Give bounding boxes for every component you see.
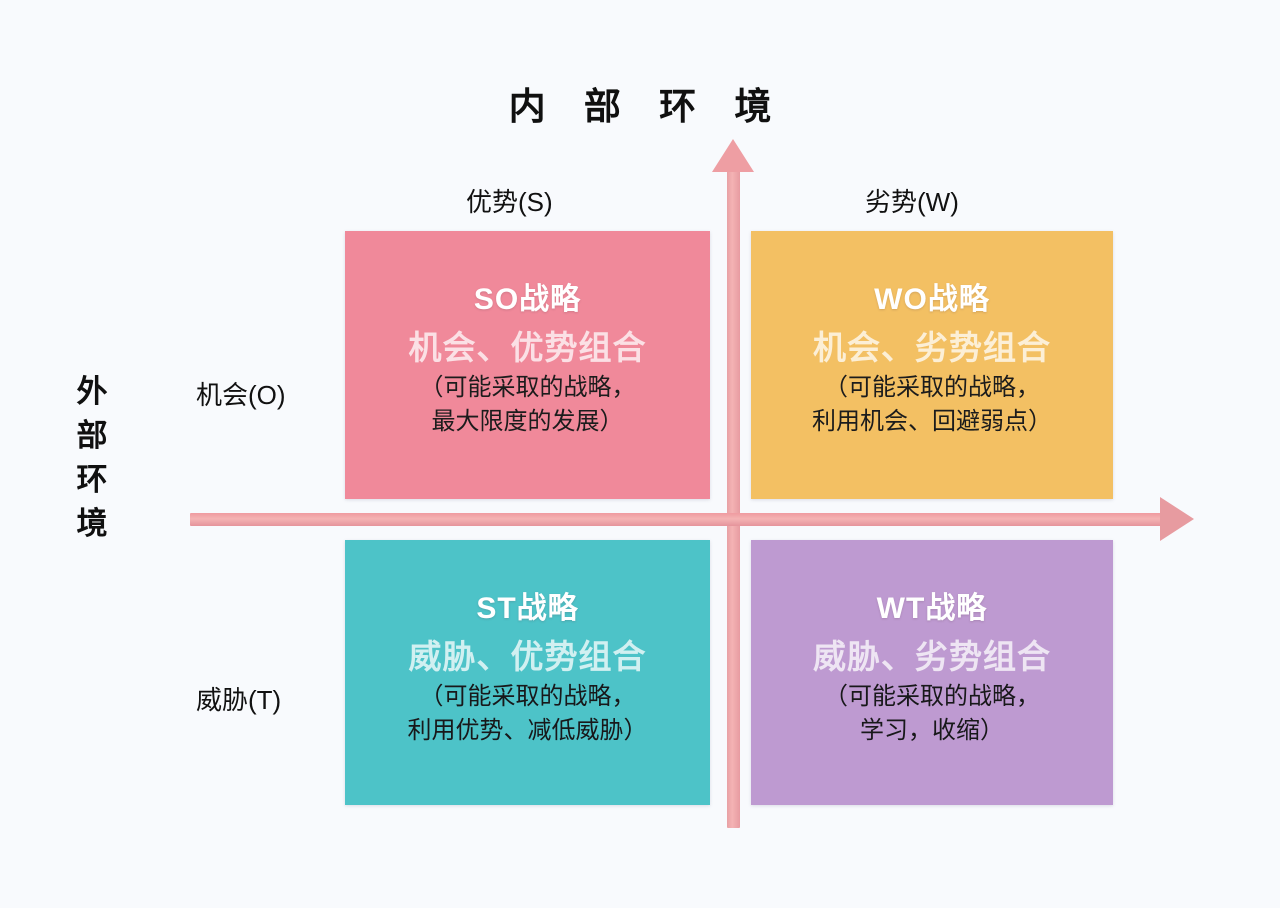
quadrant-wo[interactable]: WO战略 机会、劣势组合 （可能采取的战略， 利用机会、回避弱点） bbox=[751, 231, 1113, 499]
axis-label-opportunities: 机会(O) bbox=[196, 380, 286, 410]
axis-label-strengths: 优势(S) bbox=[466, 187, 553, 217]
quadrant-wt-title: WT战略 bbox=[876, 592, 988, 625]
quadrant-so-title: SO战略 bbox=[473, 283, 582, 316]
arrow-right-icon bbox=[1160, 497, 1194, 541]
quadrant-st-title: ST战略 bbox=[476, 592, 579, 625]
arrow-up-icon bbox=[712, 139, 754, 172]
left-axis-title: 外 部 环 境 bbox=[62, 370, 122, 546]
quadrant-st-subtitle: 威胁、优势组合 bbox=[408, 637, 647, 675]
axis-label-weaknesses: 劣势(W) bbox=[865, 187, 959, 217]
left-axis-title-char-2: 部 bbox=[76, 418, 108, 454]
quadrant-st-note: （可能采取的战略， 利用优势、减低威胁） bbox=[345, 680, 710, 748]
quadrant-so-note-line-2: 最大限度的发展） bbox=[431, 408, 624, 436]
quadrant-wo-title: WO战略 bbox=[874, 283, 990, 316]
quadrant-wt-note-line-2: 学习，收缩） bbox=[860, 717, 1004, 745]
left-axis-title-char-1: 外 bbox=[76, 374, 108, 409]
quadrant-so-note: （可能采取的战略， 最大限度的发展） bbox=[345, 371, 710, 439]
quadrant-wt[interactable]: WT战略 威胁、劣势组合 （可能采取的战略， 学习，收缩） bbox=[751, 540, 1113, 805]
top-axis-title: 内 部 环 境 bbox=[508, 86, 786, 127]
quadrant-wo-subtitle: 机会、劣势组合 bbox=[813, 328, 1051, 366]
quadrant-st-note-line-2: 利用优势、减低威胁） bbox=[407, 717, 648, 745]
left-axis-title-char-3: 环 bbox=[76, 462, 108, 498]
quadrant-st-note-line-1: （可能采取的战略， bbox=[419, 683, 636, 711]
left-axis-title-char-4: 境 bbox=[76, 506, 108, 542]
horizontal-axis-line bbox=[190, 513, 1170, 526]
quadrant-wo-note: （可能采取的战略， 利用机会、回避弱点） bbox=[751, 371, 1113, 439]
axis-label-threats: 威胁(T) bbox=[196, 685, 282, 715]
quadrant-st[interactable]: ST战略 威胁、优势组合 （可能采取的战略， 利用优势、减低威胁） bbox=[345, 540, 710, 805]
quadrant-so[interactable]: SO战略 机会、优势组合 （可能采取的战略， 最大限度的发展） bbox=[345, 231, 710, 499]
quadrant-wo-note-line-1: （可能采取的战略， bbox=[824, 374, 1040, 402]
quadrant-wt-subtitle: 威胁、劣势组合 bbox=[813, 637, 1051, 675]
quadrant-wo-note-line-2: 利用机会、回避弱点） bbox=[812, 408, 1052, 436]
quadrant-wt-note: （可能采取的战略， 学习，收缩） bbox=[751, 680, 1113, 748]
quadrant-so-subtitle: 机会、优势组合 bbox=[408, 328, 647, 366]
vertical-axis-line bbox=[727, 168, 740, 828]
quadrant-so-note-line-1: （可能采取的战略， bbox=[419, 374, 636, 402]
quadrant-wt-note-line-1: （可能采取的战略， bbox=[824, 683, 1040, 711]
